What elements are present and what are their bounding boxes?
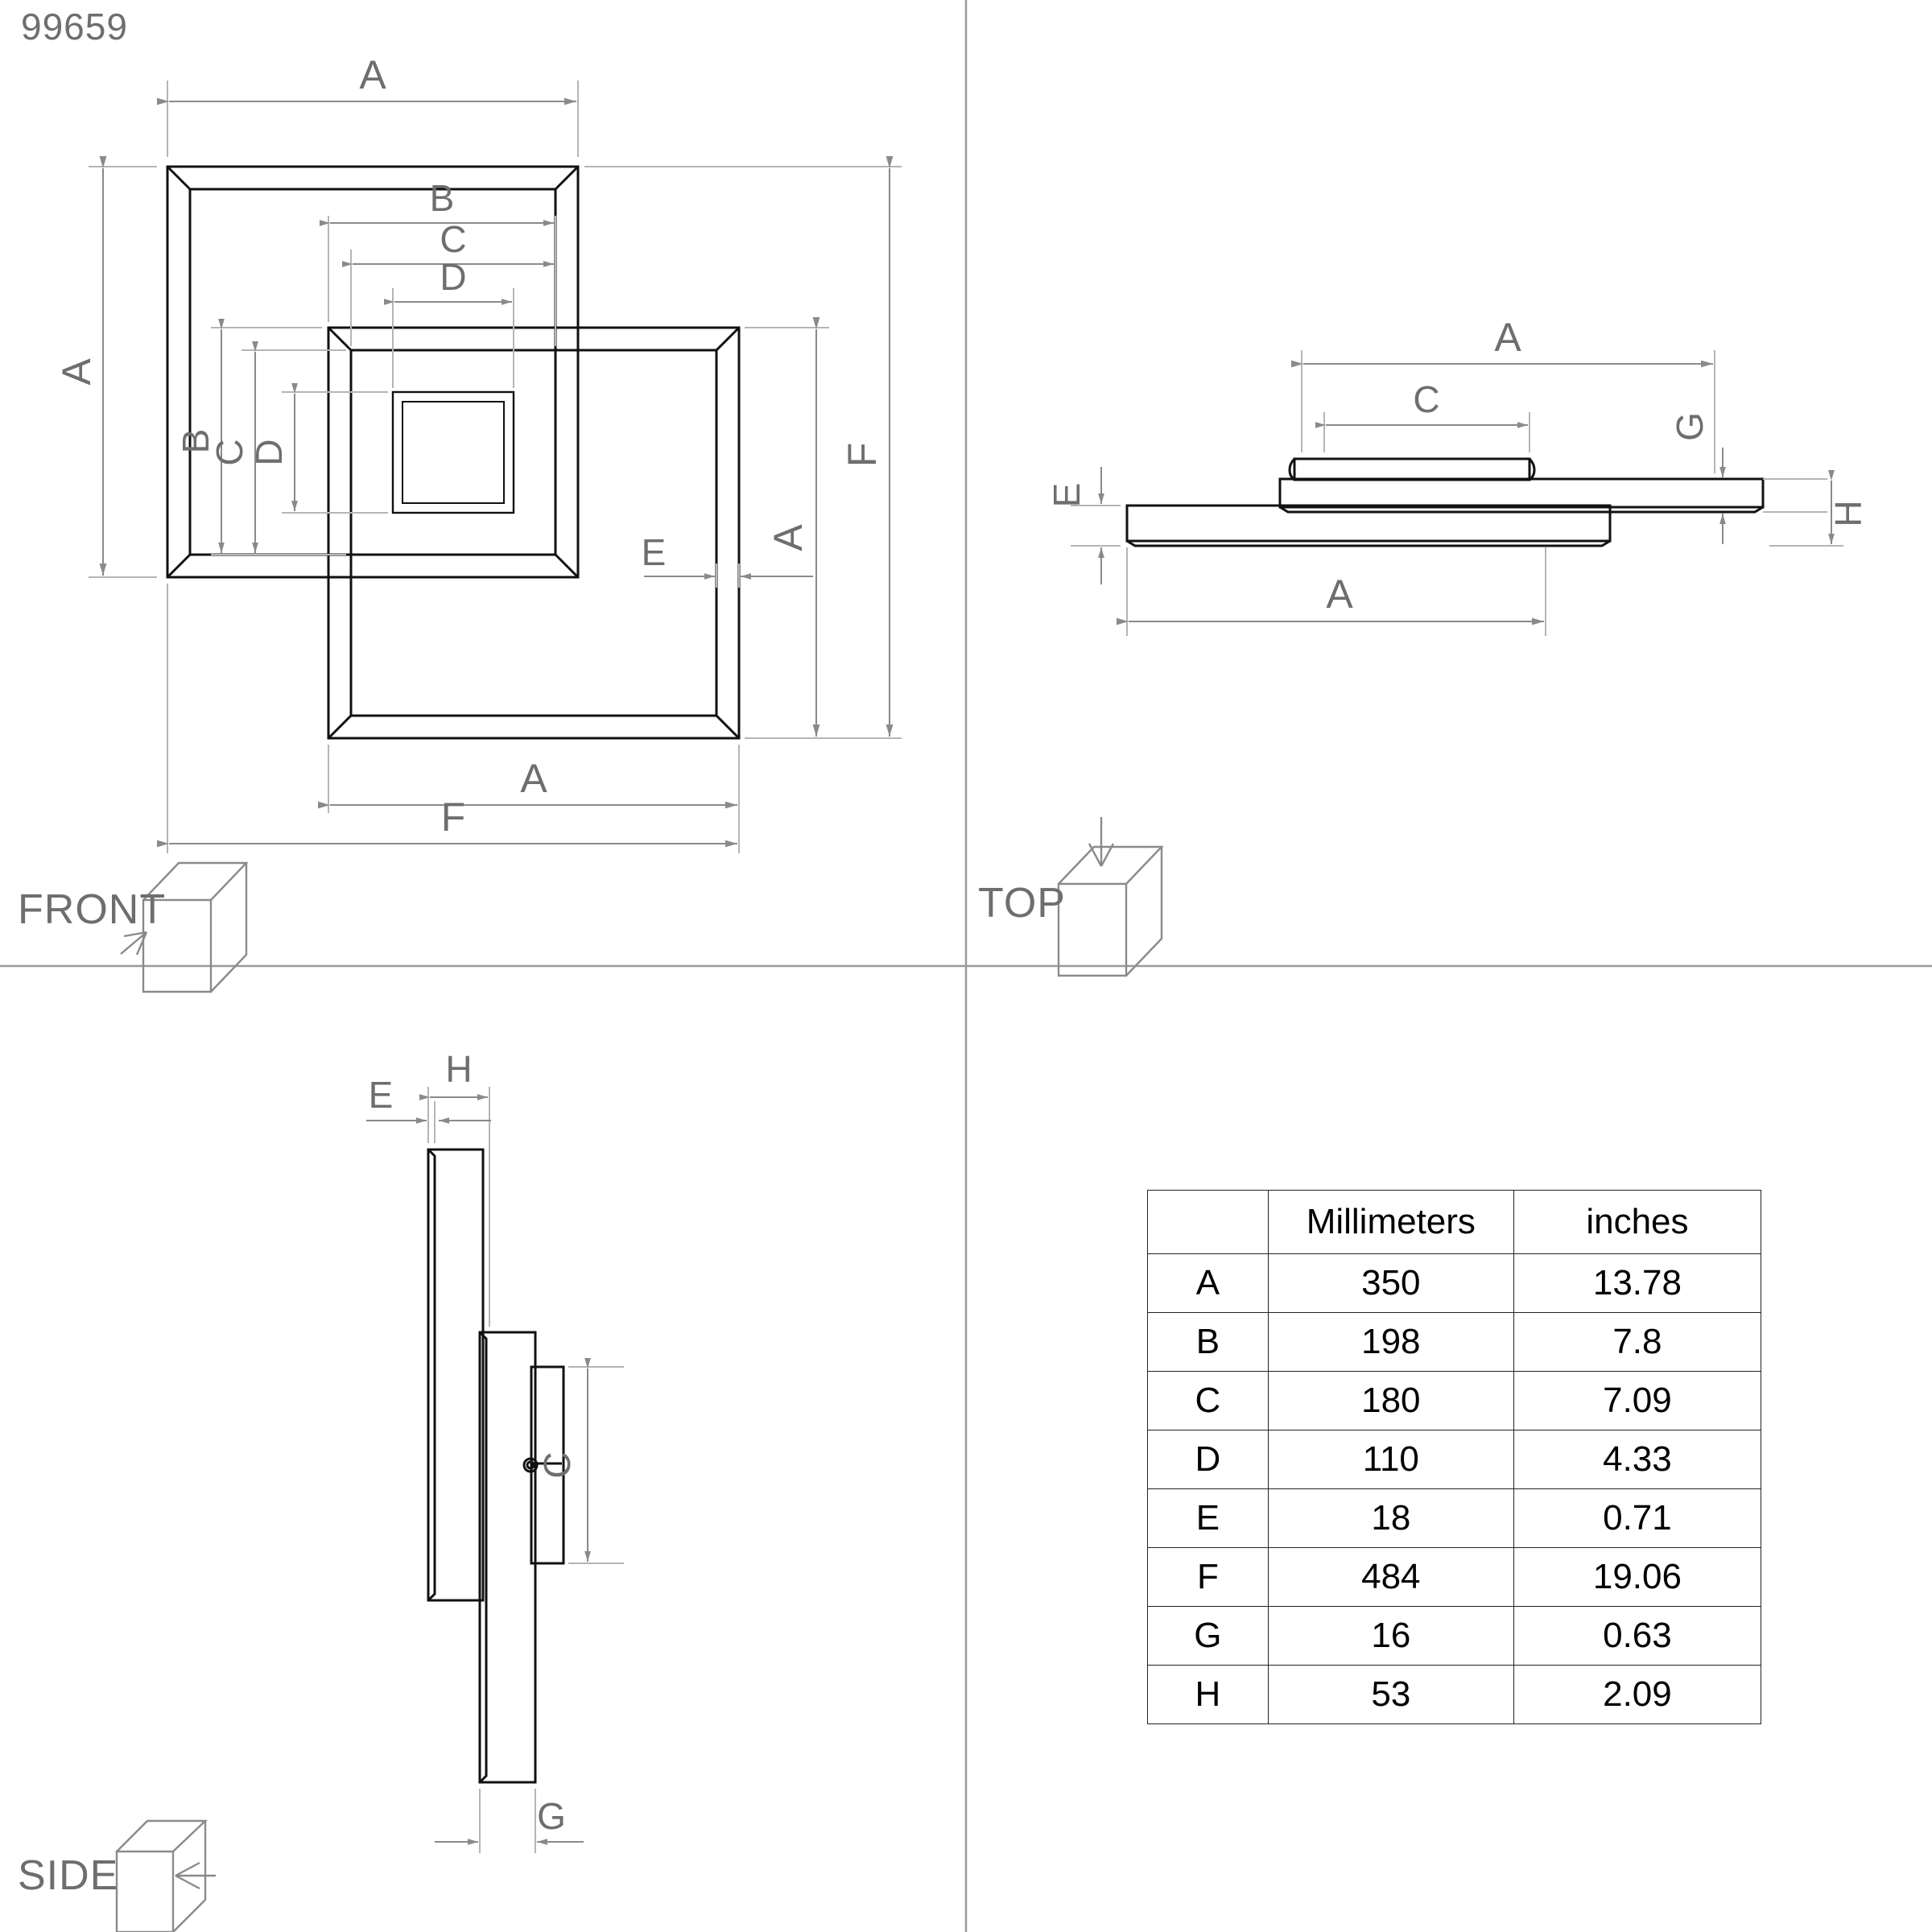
top-dim-label-H: H: [1827, 500, 1869, 526]
table-cell-mm: 110: [1267, 1430, 1514, 1489]
table-cell-in: 19.06: [1513, 1547, 1762, 1607]
table-cell-key: B: [1147, 1312, 1269, 1372]
front-view-dimension-lines: [89, 80, 902, 853]
table-row: D 110 4.33: [1147, 1430, 1762, 1489]
table-row: F 484 19.06: [1147, 1547, 1762, 1607]
table-row: C 180 7.09: [1147, 1371, 1762, 1430]
table-cell-in: 4.33: [1513, 1430, 1762, 1489]
front-dim-label-D-left: D: [248, 439, 290, 465]
table-cell-in: 2.09: [1513, 1665, 1762, 1724]
table-cell-mm: 180: [1267, 1371, 1514, 1430]
table-cell-key: G: [1147, 1606, 1269, 1666]
top-dim-label-G: G: [1669, 412, 1711, 441]
table-cell-in: 7.8: [1513, 1312, 1762, 1372]
side-view-geometry: [427, 1148, 565, 1784]
table-cell-key: H: [1147, 1665, 1269, 1724]
top-dim-label-A-top: A: [1494, 315, 1521, 360]
side-dim-label-E: E: [369, 1074, 394, 1116]
top-view-dimension-labels: A C E G H A: [1046, 315, 1869, 617]
table-header-inches: inches: [1513, 1190, 1762, 1254]
top-view-geometry: [1125, 457, 1765, 547]
table-row: A 350 13.78: [1147, 1253, 1762, 1313]
table-cell-key: C: [1147, 1371, 1269, 1430]
front-dim-label-B-top: B: [430, 177, 455, 219]
side-view-dimension-lines: [366, 1087, 624, 1853]
table-row: G 16 0.63: [1147, 1606, 1762, 1666]
table-cell-key: E: [1147, 1488, 1269, 1548]
table-cell-in: 7.09: [1513, 1371, 1762, 1430]
table-header-key: [1147, 1190, 1269, 1254]
front-dim-label-F-right: F: [840, 443, 885, 468]
front-dim-label-E: E: [642, 531, 667, 573]
front-view-dimension-labels: A A B C D B C D E A F A F: [54, 52, 885, 840]
dimension-table: Millimeters inches A 350 13.78 B 198 7.8…: [1147, 1190, 1762, 1724]
front-view-geometry: [166, 165, 741, 740]
view-label-top: TOP: [978, 880, 1066, 927]
table-body: A 350 13.78 B 198 7.8 C 180 7.09 D 110 4…: [1147, 1253, 1762, 1724]
front-dim-label-B-left: B: [175, 429, 217, 454]
front-dim-label-A-right: A: [766, 524, 811, 551]
top-dim-label-E: E: [1046, 483, 1088, 508]
table-cell-key: A: [1147, 1253, 1269, 1313]
top-dim-label-C: C: [1413, 378, 1439, 420]
side-dim-label-C: C: [536, 1451, 578, 1478]
front-dim-label-C-top: C: [440, 218, 466, 260]
cube-top-arrow-icon: [1057, 817, 1164, 977]
table-row: H 53 2.09: [1147, 1665, 1762, 1724]
front-dim-label-D-top: D: [440, 256, 466, 298]
front-dim-label-A-bottom: A: [520, 756, 547, 801]
table-cell-in: 0.71: [1513, 1488, 1762, 1548]
side-dim-label-G: G: [537, 1795, 566, 1837]
table-cell-key: F: [1147, 1547, 1269, 1607]
table-cell-in: 13.78: [1513, 1253, 1762, 1313]
table-row: E 18 0.71: [1147, 1488, 1762, 1548]
cube-side-arrow-icon: [115, 1819, 216, 1932]
table-cell-key: D: [1147, 1430, 1269, 1489]
part-number: 99659: [21, 6, 128, 47]
cube-front-arrow-icon: [120, 861, 249, 993]
view-label-side: SIDE: [18, 1852, 119, 1899]
side-view-dimension-labels: H E C G: [369, 1048, 578, 1837]
side-dim-label-H: H: [445, 1048, 472, 1090]
front-dim-label-C-left: C: [208, 439, 250, 465]
table-cell-mm: 53: [1267, 1665, 1514, 1724]
table-cell-mm: 484: [1267, 1547, 1514, 1607]
top-view-dimension-lines: [1071, 350, 1843, 636]
table-cell-in: 0.63: [1513, 1606, 1762, 1666]
front-dim-label-F-bottom: F: [441, 795, 466, 840]
view-label-front: FRONT: [18, 886, 167, 933]
table-header-row: Millimeters inches: [1147, 1190, 1762, 1254]
table-header-millimeters: Millimeters: [1267, 1190, 1514, 1254]
table-row: B 198 7.8: [1147, 1312, 1762, 1372]
table-cell-mm: 198: [1267, 1312, 1514, 1372]
front-dim-label-A-top: A: [359, 52, 386, 97]
table-cell-mm: 350: [1267, 1253, 1514, 1313]
top-dim-label-A-bottom: A: [1326, 572, 1353, 617]
front-dim-label-A-left: A: [54, 358, 99, 386]
table-cell-mm: 16: [1267, 1606, 1514, 1666]
table-cell-mm: 18: [1267, 1488, 1514, 1548]
